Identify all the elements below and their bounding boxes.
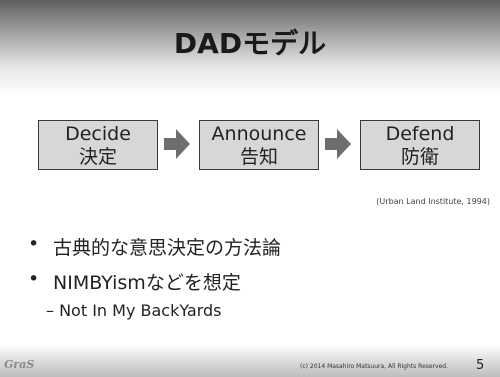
copyright-text: (c) 2014 Masahiro Matsuura, All Rights R… <box>300 363 449 370</box>
footer-logo: GraS <box>4 358 35 371</box>
bullet-marker: • <box>28 268 40 290</box>
flow-box-announce: Announce 告知 <box>199 120 319 170</box>
flow-label-en: Decide <box>65 123 131 145</box>
bullet-text: NIMBYismなどを想定 <box>53 272 241 294</box>
flow-label-en: Announce <box>211 123 307 145</box>
header-band <box>0 0 500 96</box>
footer-band <box>0 345 500 377</box>
flow-box-defend: Defend 防衛 <box>360 120 480 170</box>
right-arrow-icon <box>164 129 190 159</box>
flow-box-decide: Decide 決定 <box>38 120 158 170</box>
flow-label-ja: 告知 <box>239 146 278 168</box>
slide-title: DADモデル <box>173 27 327 60</box>
source-citation: (Urban Land Institute, 1994) <box>376 197 490 206</box>
sub-bullet: – Not In My BackYards <box>46 301 222 320</box>
right-arrow-icon <box>325 129 351 159</box>
flow-label-ja: 決定 <box>78 146 117 168</box>
flow-label-ja: 防衛 <box>400 146 439 168</box>
bullet-text: 古典的な意思決定の方法論 <box>53 237 282 259</box>
page-number: 5 <box>476 358 485 373</box>
flow-label-en: Defend <box>385 123 455 145</box>
bullet-marker: • <box>28 233 40 255</box>
